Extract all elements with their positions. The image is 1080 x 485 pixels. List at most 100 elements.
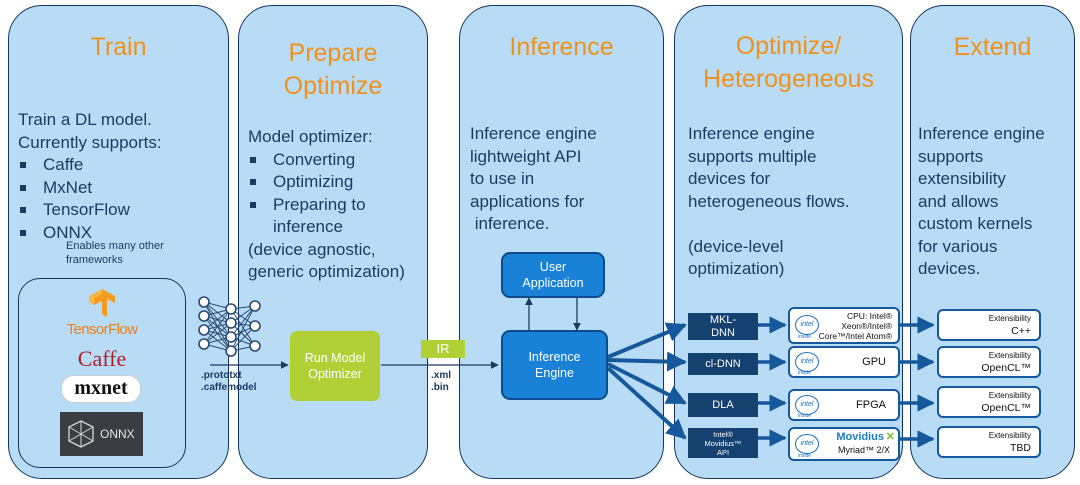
nn-edge: [230, 305, 256, 352]
intel-inside-tag: inside: [798, 413, 812, 419]
user-app-label-line: Application: [522, 276, 584, 290]
plugin-movidius-api: Intel® Movidius™ API: [688, 428, 758, 458]
optimizer-label-line: Optimizer: [308, 367, 362, 381]
plugin-label-line: DNN: [711, 326, 735, 339]
intel-logo-icon: intel: [795, 315, 819, 335]
model-file-ext: .prototxt: [201, 370, 242, 381]
train-framework-list: Caffe MxNet TensorFlow ONNX: [18, 154, 162, 244]
device-label-line: Core™/Intel Atom®: [818, 330, 892, 341]
extension-title: Extensibility: [988, 391, 1031, 400]
plugin-label-line: API: [716, 447, 730, 457]
prepare-body: Model optimizer: Converting Optimizing P…: [248, 126, 405, 284]
train-intro-line: Currently supports:: [18, 132, 162, 152]
inference-title: Inference: [460, 31, 663, 64]
extend-body-line: custom kernels: [918, 214, 1033, 233]
extension-value: OpenCL™: [981, 362, 1031, 374]
onnx-logo-text: ONNX: [100, 427, 135, 441]
train-body: Train a DL model. Currently supports: Ca…: [18, 109, 162, 244]
inference-body-line: applications for: [470, 191, 585, 211]
device-fpga-label: FPGA: [856, 398, 886, 411]
plugin-label-line: Intel®: [713, 429, 733, 439]
train-title-line: Train: [90, 33, 147, 61]
inference-body-line: lightweight API: [470, 146, 582, 166]
intel-logo-icon: intel: [795, 352, 819, 372]
model-files-label: .prototxt .caffemodel: [201, 370, 257, 394]
heterogeneous-body: Inference engine supports multiple devic…: [688, 123, 850, 281]
plugin-label-line: MKL-: [709, 313, 737, 326]
frameworks-box: TensorFlow Caffe mxnet ONNX: [18, 278, 186, 468]
prepare-bullet: Preparing to: [248, 194, 405, 217]
fanout-arrow-cldnn: [607, 351, 687, 372]
extend-body-line: and allows: [918, 191, 999, 211]
extend-title: Extend: [911, 31, 1074, 64]
extension-opencl-fpga: Extensibility OpenCL™: [937, 386, 1041, 418]
nn-node: [225, 331, 237, 343]
train-footnote-line: Enables many other: [66, 240, 164, 252]
device-cpu: intel inside CPU: Intel® Xeon®/Intel® Co…: [788, 307, 900, 344]
device-cpu-label: CPU: Intel® Xeon®/Intel® Core™/Intel Ato…: [819, 309, 892, 342]
inference-body-line: to use in: [470, 169, 535, 188]
heterogeneous-body-line: (device-level: [688, 236, 784, 256]
inference-panel: Inference Inference engine lightweight A…: [459, 5, 664, 479]
intel-inside-tag: inside: [798, 370, 812, 376]
mxnet-logo: mxnet: [61, 375, 141, 403]
nn-node: [225, 345, 237, 357]
caffe-logo: Caffe: [77, 346, 127, 371]
extension-title: Extensibility: [988, 314, 1031, 323]
extension-tbd: Extensibility TBD: [937, 426, 1041, 458]
extend-body-line: for various: [918, 236, 998, 256]
train-bullet: ONNX: [18, 222, 162, 245]
plugin-cl-dnn: cl-DNN: [688, 353, 758, 375]
heterogeneous-title: Optimize/ Heterogeneous: [675, 30, 902, 96]
extend-title-line: Extend: [953, 33, 1032, 61]
intel-inside-tag: inside: [798, 453, 812, 459]
heterogeneous-body-line: heterogeneous flows.: [688, 191, 850, 211]
heterogeneous-body-line: optimization): [688, 259, 785, 278]
intel-logo-icon: intel: [795, 434, 819, 454]
extension-value: TBD: [1010, 442, 1031, 454]
ir-file-ext: .xml: [431, 370, 452, 381]
movidius-brand: Movidius: [836, 431, 884, 443]
ir-files-label: .xml .bin: [431, 370, 451, 394]
extension-value: C++: [1011, 325, 1031, 337]
plugin-label-line: cl-DNN: [705, 357, 741, 370]
nn-node: [198, 338, 210, 350]
onnx-mark-icon: [68, 420, 94, 448]
extend-body-line: devices.: [918, 259, 981, 278]
train-title: Train: [9, 31, 228, 64]
inference-body: Inference engine lightweight API to use …: [470, 123, 597, 236]
device-gpu-label: GPU: [862, 355, 886, 368]
fanout-arrow-movidius: [606, 366, 687, 440]
user-app-label-line: User: [539, 260, 567, 274]
heterogeneous-body-line: supports multiple: [688, 146, 817, 166]
plugin-mkl-dnn: MKL- DNN: [688, 313, 758, 340]
prepare-after-line: generic optimization): [248, 262, 405, 281]
prepare-title: Prepare Optimize: [239, 37, 427, 103]
device-movidius: intel inside Movidius ✕ Myriad™ 2/X: [788, 427, 900, 461]
nn-node: [198, 296, 210, 308]
prepare-title-line: Prepare: [288, 39, 378, 67]
train-bullet: MxNet: [18, 177, 162, 200]
prepare-intro-line: Model optimizer:: [248, 127, 373, 146]
extension-opencl-gpu: Extensibility OpenCL™: [937, 346, 1041, 378]
intel-inside-tag: inside: [798, 334, 812, 340]
prepare-title-line: Optimize: [283, 72, 383, 100]
tensorflow-logo: TensorFlow: [66, 321, 138, 338]
optimizer-label-line: Run Model: [304, 351, 366, 365]
prepare-after-line: (device agnostic,: [248, 239, 376, 259]
train-bullet: Caffe: [18, 154, 162, 177]
nn-node: [198, 310, 210, 322]
engine-fanout-arrows: [606, 322, 687, 440]
inference-body-line: Inference engine: [470, 124, 597, 143]
nn-node: [225, 317, 237, 329]
neural-network-icon: [198, 296, 261, 357]
prepare-bullet: Optimizing: [248, 171, 405, 194]
fanout-arrow-mkl: [607, 322, 687, 359]
run-model-optimizer-box: Run Model Optimizer: [290, 331, 380, 401]
device-fpga: intel inside FPGA: [788, 389, 900, 421]
heterogeneous-title-line: Optimize/: [735, 32, 842, 60]
inference-engine-box: Inference Engine: [501, 330, 608, 400]
engine-label-line: Engine: [535, 366, 574, 380]
device-label-line: Xeon®/Intel®: [841, 320, 892, 331]
movidius-mark-icon: ✕: [885, 431, 895, 443]
